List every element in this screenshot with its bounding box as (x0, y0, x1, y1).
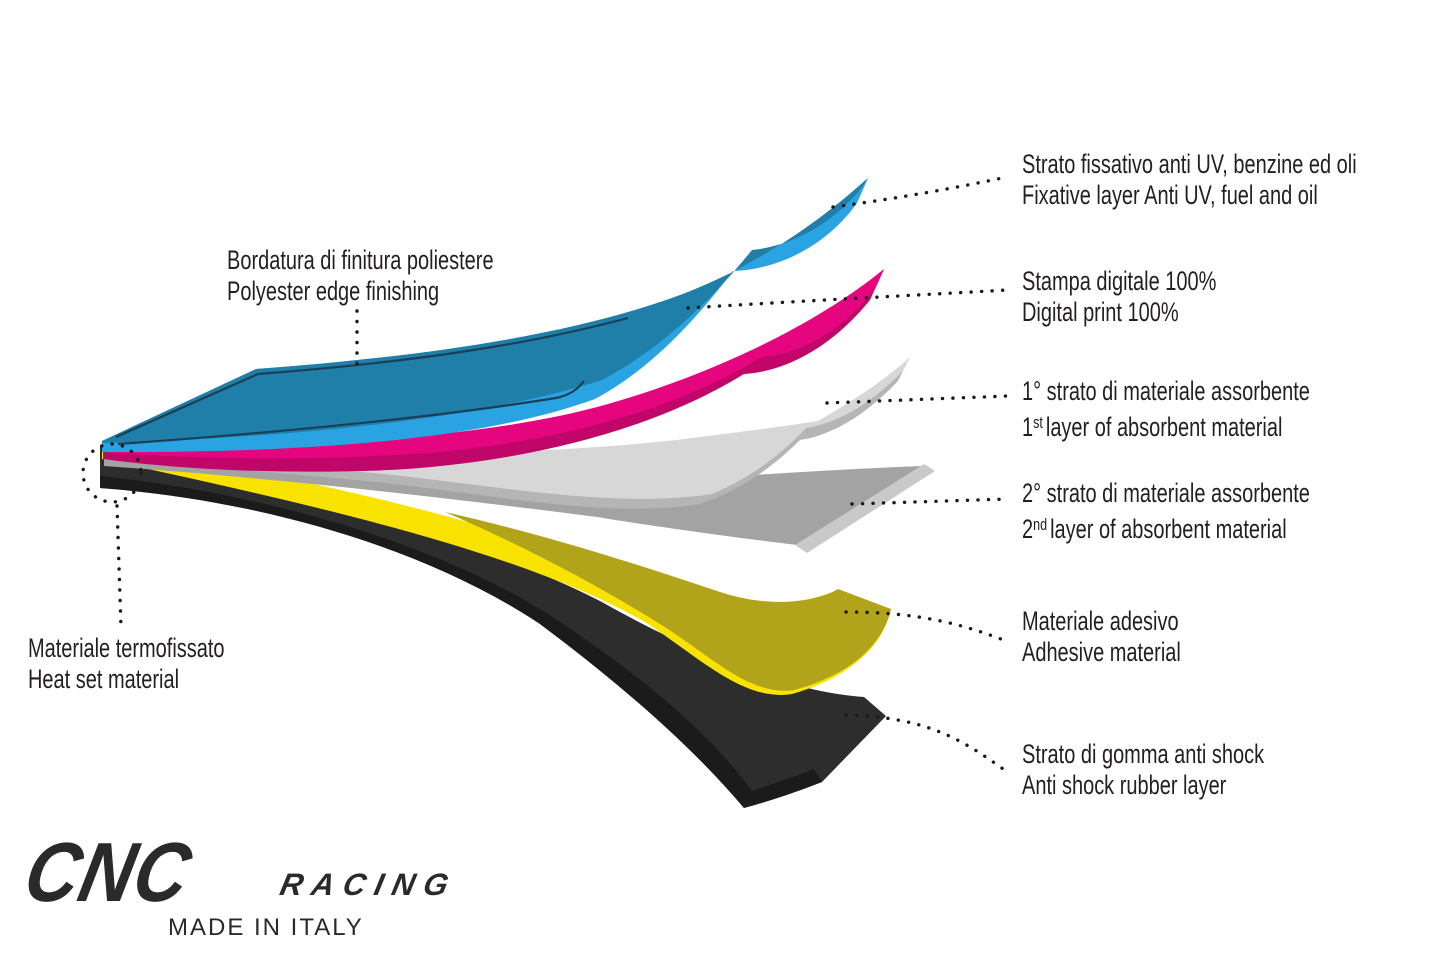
callout-adhesive-en: Adhesive material (1022, 637, 1181, 667)
callout-edge-finishing-it: Bordatura di finitura poliestere (227, 245, 494, 275)
leader-adhesive (844, 610, 1008, 643)
callout-fixative-en: Fixative layer Anti UV, fuel and oil (1022, 180, 1318, 210)
callout-rubber: Strato di gomma anti shock Anti shock ru… (1022, 739, 1264, 801)
callout-absorbent1-it: 1° strato di materiale assorbente (1022, 376, 1310, 406)
callout-heat-set: Materiale termofissato Heat set material (28, 633, 225, 695)
leader-heat-set (115, 504, 123, 629)
stitch-lines (115, 316, 629, 446)
cnc-logo-made-in-italy: MADE IN ITALY (168, 914, 364, 941)
rubber-layer (100, 446, 886, 808)
callout-edge-finishing-en: Polyester edge finishing (227, 276, 440, 306)
leader-fixative (831, 175, 1009, 209)
cnc-logo-brand: CNC (17, 825, 200, 919)
callout-rubber-en: Anti shock rubber layer (1022, 770, 1227, 800)
callout-fixative: Strato fissativo anti UV, benzine ed oli… (1022, 149, 1357, 211)
cnc-logo-racing: RACING (276, 867, 461, 902)
callout-digital-print: Stampa digitale 100% Digital print 100% (1022, 266, 1216, 328)
adhesive-layer (102, 445, 891, 695)
callout-rubber-it: Strato di gomma anti shock (1022, 739, 1265, 769)
callout-edge-finishing: Bordatura di finitura poliestere Polyest… (227, 245, 494, 307)
fixative-layer (102, 178, 868, 453)
rubber-layer-top (100, 446, 886, 808)
leader-absorbent1 (825, 394, 1010, 405)
leader-digital-print (686, 288, 1009, 310)
fixative-layer-top (102, 178, 868, 443)
callout-adhesive: Materiale adesivo Adhesive material (1022, 606, 1181, 668)
callout-digital-print-en: Digital print 100% (1022, 297, 1179, 327)
callout-heat-set-en: Heat set material (28, 664, 180, 694)
print-layer-top (103, 269, 884, 459)
callout-absorbent2-it: 2° strato di materiale assorbente (1022, 478, 1310, 508)
absorbent2-layer-bevel (795, 464, 935, 553)
callout-adhesive-it: Materiale adesivo (1022, 606, 1179, 636)
callout-digital-print-it: Stampa digitale 100% (1022, 266, 1217, 296)
stitch-line-outer (115, 316, 629, 439)
leader-heat-set-circle (81, 442, 143, 504)
callout-fixative-it: Strato fissativo anti UV, benzine ed oli (1022, 149, 1357, 179)
leader-lines (81, 175, 1010, 773)
stitch-line-inner (117, 380, 585, 446)
adhesive-layer-top (445, 512, 891, 691)
callout-heat-set-it: Materiale termofissato (28, 633, 225, 663)
